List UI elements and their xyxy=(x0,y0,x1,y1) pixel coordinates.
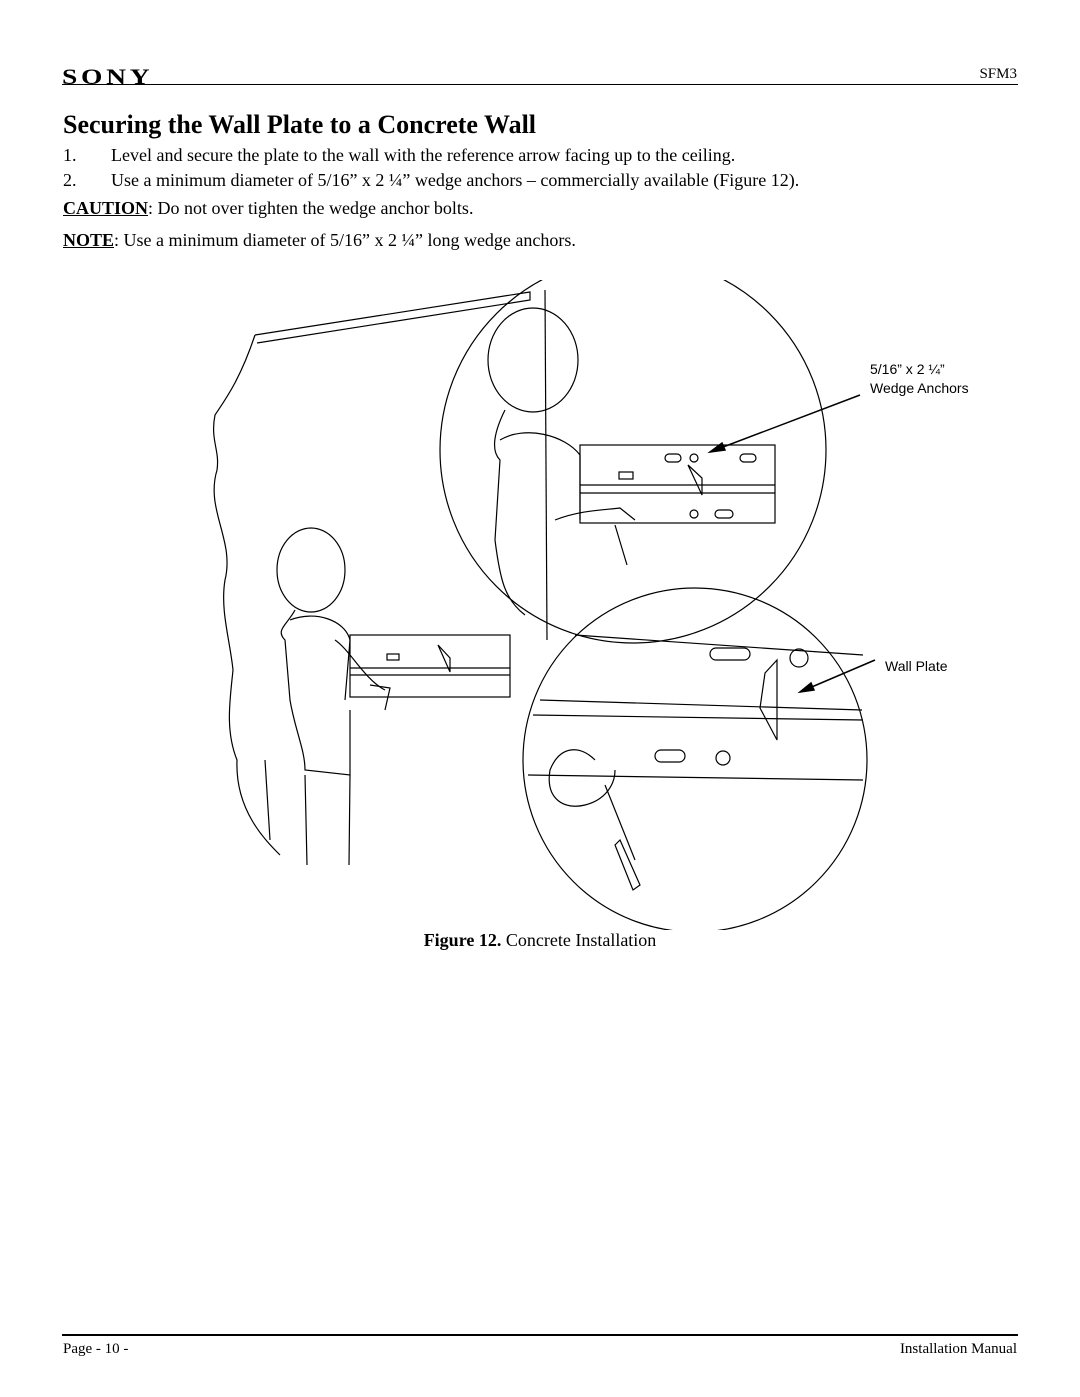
page-number: Page - 10 - xyxy=(63,1341,129,1357)
note-text: : Use a minimum diameter of 5/16” x 2 ¼”… xyxy=(114,230,576,250)
callout-arrows xyxy=(707,394,876,694)
anchors-callout-size: 5/16” x 2 ¼” xyxy=(870,361,945,377)
step-1: 1. Level and secure the plate to the wal… xyxy=(63,145,1023,170)
page-title: Securing the Wall Plate to a Concrete Wa… xyxy=(63,110,537,139)
note-label: NOTE xyxy=(63,230,115,250)
detail-circle-lower xyxy=(522,587,868,930)
anchors-callout-label: Wedge Anchors xyxy=(870,380,969,396)
figure-caption: Figure 12. Concrete Installation xyxy=(0,930,1080,951)
model-code: SFM3 xyxy=(979,66,1017,82)
wall-plate-small xyxy=(349,634,511,711)
step-number: 2. xyxy=(63,170,77,190)
step-text: Use a minimum diameter of 5/16” x 2 ¼” w… xyxy=(111,170,800,190)
sony-logo: SONY xyxy=(62,64,154,89)
concrete-installation-illustration xyxy=(213,280,876,930)
header-divider xyxy=(62,84,1018,85)
anchors-pointer xyxy=(709,394,861,453)
wall-plate-callout: Wall Plate xyxy=(885,658,948,674)
figure-caption-text: Concrete Installation xyxy=(501,930,657,950)
note-line: NOTE: Use a minimum diameter of 5/16” x … xyxy=(63,230,576,251)
footer-divider xyxy=(62,1334,1018,1336)
step-2: 2. Use a minimum diameter of 5/16” x 2 ¼… xyxy=(63,170,1023,195)
steps-list: 1. Level and secure the plate to the wal… xyxy=(63,145,1023,195)
step-text: Level and secure the plate to the wall w… xyxy=(111,145,736,165)
document-name: Installation Manual xyxy=(899,1341,1017,1357)
detail-circle-upper xyxy=(439,280,827,644)
step-number: 1. xyxy=(63,145,77,165)
caution-line: CAUTION: Do not over tighten the wedge a… xyxy=(63,198,473,219)
figure-label: Figure 12. xyxy=(423,930,502,950)
caution-text: : Do not over tighten the wedge anchor b… xyxy=(148,198,474,218)
caution-label: CAUTION xyxy=(63,198,149,218)
anchors-callout: 5/16” x 2 ¼” Wedge Anchors xyxy=(870,360,969,398)
